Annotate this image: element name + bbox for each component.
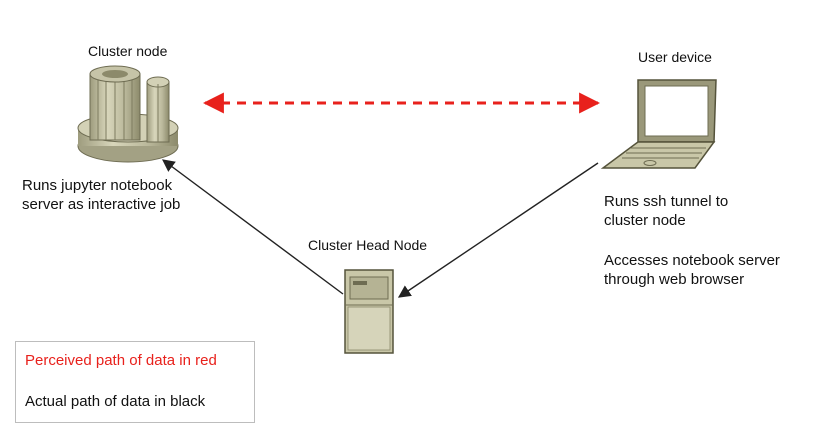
legend-actual-path: Actual path of data in black bbox=[25, 393, 206, 410]
tower-server-icon bbox=[344, 269, 394, 354]
laptop-icon bbox=[600, 79, 717, 169]
legend-box: Perceived path of data in red Actual pat… bbox=[15, 341, 255, 423]
cluster-server-icon bbox=[77, 65, 179, 163]
user-device-note-browser: Accesses notebook server through web bro… bbox=[604, 252, 780, 288]
actual-path-user-to-head bbox=[397, 162, 599, 298]
actual-path-head-to-cluster bbox=[161, 159, 344, 295]
user-device-label: User device bbox=[638, 49, 712, 65]
user-device-note-ssh: Runs ssh tunnel to cluster node bbox=[604, 193, 729, 229]
legend-perceived-path: Perceived path of data in red bbox=[25, 352, 217, 369]
head-node-label: Cluster Head Node bbox=[308, 237, 428, 253]
cluster-node-label: Cluster node bbox=[88, 43, 168, 59]
cluster-node-note: Runs jupyter notebook server as interact… bbox=[22, 177, 181, 213]
